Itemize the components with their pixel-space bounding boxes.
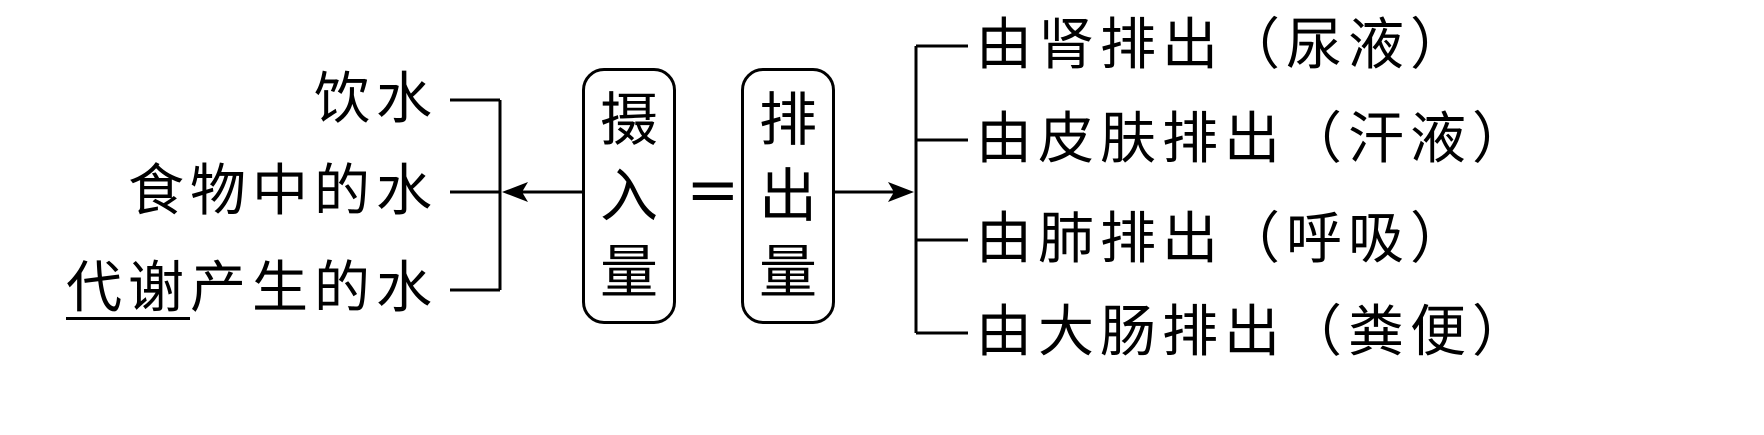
input-metabolic-water-label: 产生的水 [190,256,438,321]
input-food-water-label: 食物中的水 [128,159,438,224]
input-drinking-water-label: 饮水 [314,67,438,132]
output-skin: 由皮肤排出（汗液） [976,107,1534,172]
output-char-1: 排 [758,86,817,154]
output-box: 排 出 量 [741,68,835,324]
output-char-3: 量 [758,238,817,306]
output-arrow-head [888,182,914,202]
input-metabolic-water: 代谢产生的水 [66,257,438,321]
equals-sign: = [686,153,740,227]
metabolism-underlined-term: 代谢 [66,256,190,321]
input-drinking-water: 饮水 [314,68,438,132]
output-large-intestine: 由大肠排出（粪便） [976,300,1534,365]
intake-char-2: 入 [599,162,658,230]
intake-arrow-head [502,182,528,202]
output-lungs: 由肺排出（呼吸） [976,207,1472,272]
output-char-2: 出 [758,162,817,230]
intake-char-1: 摄 [599,86,658,154]
intake-char-3: 量 [599,238,658,306]
output-kidney: 由肾排出（尿液） [976,13,1472,78]
intake-box: 摄 入 量 [582,68,676,324]
input-food-water: 食物中的水 [128,160,438,224]
